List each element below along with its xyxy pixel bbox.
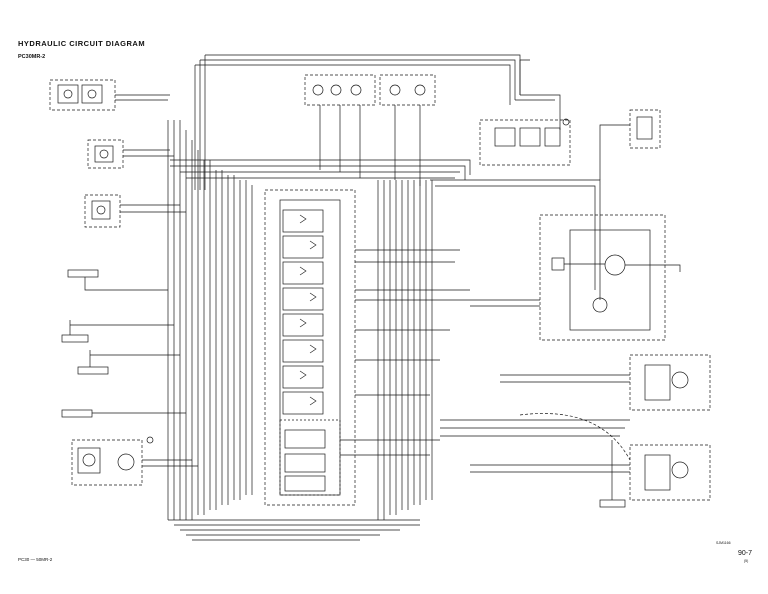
model-number: PC30MR-2 — [18, 54, 46, 60]
cylinder-3 — [77, 350, 180, 375]
accumulator-valve — [599, 109, 661, 180]
center-swivel-joint — [440, 413, 631, 461]
cylinder-4 — [61, 409, 186, 418]
ppc-valve-top-left — [49, 79, 170, 111]
control-valve-block — [264, 189, 356, 506]
drawing-code: SJM1166 — [716, 541, 731, 545]
revision-number: (5) — [744, 559, 749, 563]
footer-model-range: PC30 — 50MR-2 — [18, 557, 53, 562]
pilot-line-bundle — [167, 120, 420, 541]
line-bundle-right — [377, 180, 433, 520]
cylinder-1 — [67, 269, 168, 291]
ppc-valve-left-3 — [84, 194, 186, 228]
travel-motor-2 — [470, 444, 711, 501]
pump-assembly — [71, 436, 198, 486]
cylinder-2 — [61, 320, 174, 343]
selector-valve — [479, 118, 571, 166]
diagram-title: HYDRAULIC CIRCUIT DIAGRAM — [18, 39, 146, 48]
main-supply-lines — [170, 54, 601, 300]
blade-cylinder — [599, 440, 626, 508]
main-pump-unit — [470, 214, 681, 341]
interconnect-lines — [340, 249, 470, 456]
valve-section — [279, 209, 341, 496]
ppc-valve-left-2 — [87, 139, 174, 169]
page-number: 90-7 — [738, 550, 753, 557]
travel-motor-1 — [500, 354, 711, 411]
ppc-group-top-center — [304, 74, 436, 186]
